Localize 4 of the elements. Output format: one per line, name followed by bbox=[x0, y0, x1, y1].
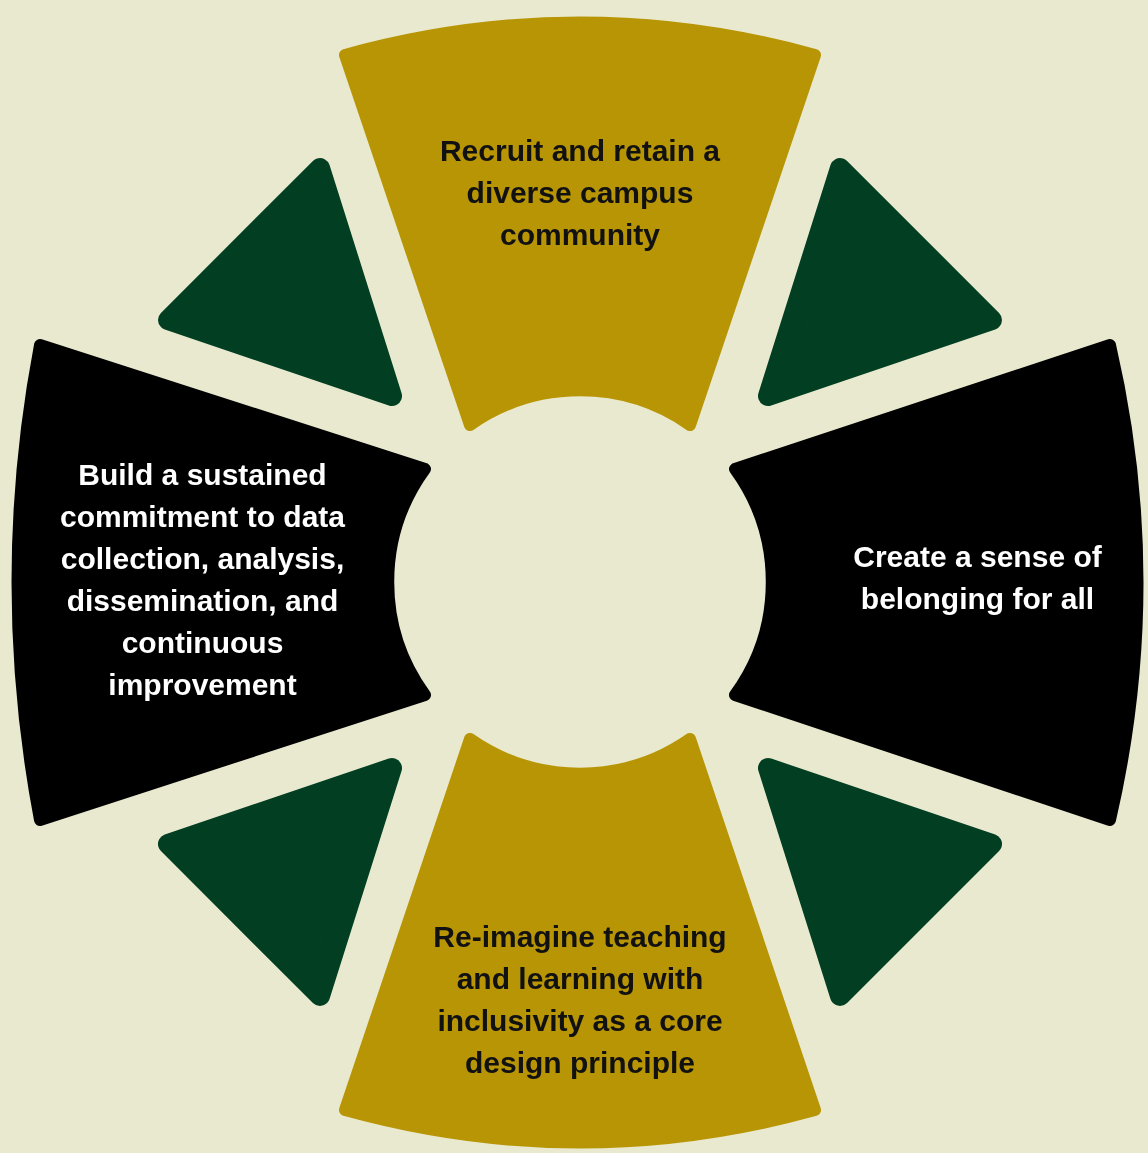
segment-text: Re-imagine teaching and learning with inclusivity as a core design principle bbox=[432, 919, 728, 1081]
segment-text: Build a sustained commitment to data collection, analysis, dissemination, and continuous improvement bbox=[59, 457, 346, 703]
segment-text: Recruit and retain a diverse campus community bbox=[438, 132, 722, 253]
segment-text: Create a sense of belonging for all bbox=[852, 538, 1103, 617]
